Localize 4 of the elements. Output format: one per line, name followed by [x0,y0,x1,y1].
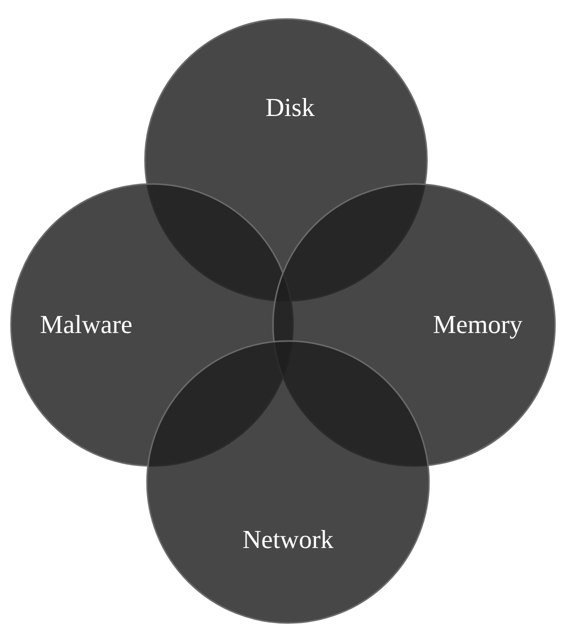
circle-label: Malware [40,310,132,340]
circle-label: Network [242,525,334,555]
circle-label: Disk [266,93,315,123]
circle-label: Memory [433,310,523,340]
